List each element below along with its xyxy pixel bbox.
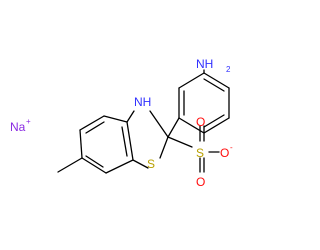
c7a-n-bond — [126, 110, 135, 123]
benzo-bond-4 — [79, 129, 83, 159]
sodium-cation: Na + — [10, 117, 31, 134]
ring-nh-label: NH — [134, 95, 151, 109]
sulfonate-group: O S O - O — [196, 115, 233, 189]
phenyl-double-bond-1 — [203, 78, 225, 92]
benzo-double-bond-3 — [85, 121, 105, 134]
phenyl-bond-6 — [178, 72, 205, 89]
n-c2-bond — [149, 110, 169, 138]
s-c3a-bond — [132, 159, 149, 169]
benzothiazoline-core — [57, 110, 193, 174]
sulfonate-oxygen-top: O — [196, 115, 205, 129]
sodium-charge: + — [26, 117, 31, 126]
sulfonate-oxygen-bottom: O — [196, 175, 205, 189]
phenyl-to-c2-bond — [167, 117, 180, 138]
benzo-double-bond-1 — [121, 126, 128, 157]
c2-s-bond — [159, 136, 169, 159]
c2-sulfonyl-bond — [167, 136, 193, 148]
sodium-symbol: Na — [10, 120, 26, 134]
phenyl-bond-3 — [203, 117, 230, 134]
benzo-bond-1 — [126, 121, 134, 161]
molecule-structure: Na + NH 2 — [10, 57, 233, 189]
methyl-bond — [57, 157, 83, 173]
phenyl-bond-1 — [203, 72, 230, 89]
benzo-double-bond-2 — [85, 155, 104, 168]
ring-sulfur-label: S — [147, 157, 155, 171]
benzo-bond-6 — [103, 115, 128, 123]
benzo-bond-3 — [81, 157, 107, 174]
benzo-bond-2 — [105, 159, 134, 174]
benzo-bond-5 — [79, 115, 105, 131]
amine-count: 2 — [226, 65, 231, 74]
sulfonate-sulfur: S — [196, 146, 204, 160]
sulfonate-oxygen-charge: - — [230, 143, 233, 152]
sulfonate-oxygen-right: O — [220, 146, 229, 160]
amine-group: NH 2 — [196, 57, 231, 74]
amine-nitrogen: NH — [196, 57, 213, 71]
phenyl-double-bond-2 — [203, 114, 225, 128]
